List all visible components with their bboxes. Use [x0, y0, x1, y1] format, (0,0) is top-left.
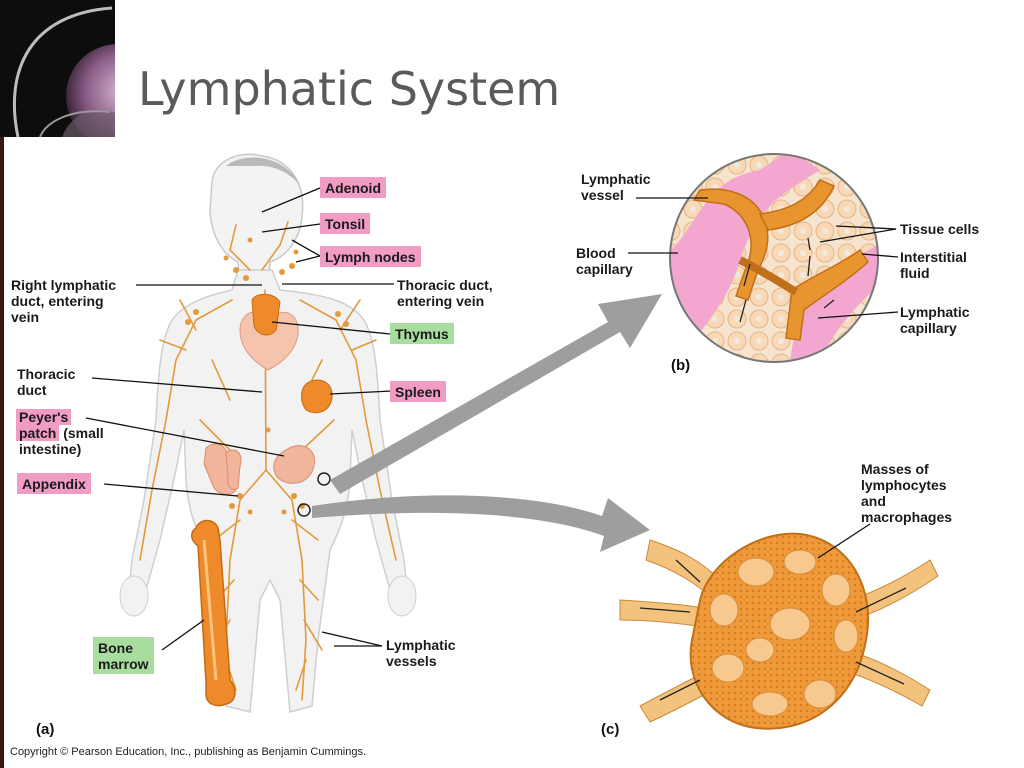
- left-edge-bar: [0, 137, 4, 768]
- copyright-notice: Copyright © Pearson Education, Inc., pub…: [10, 746, 367, 758]
- label-tissue-cells: Tissue cells: [900, 221, 980, 237]
- label-lymphatic-capillary: Lymphatic capillary: [900, 304, 970, 336]
- panel-label-a: (a): [36, 721, 55, 738]
- arrow-to-panel-c: [312, 495, 650, 552]
- leader-lines-c: [817, 523, 871, 559]
- label-tonsil: Tonsil: [320, 213, 371, 234]
- label-interstitial-fluid: Interstitial fluid: [900, 249, 967, 281]
- lymph-node-detail: [619, 532, 939, 730]
- panel-label-c: (c): [601, 721, 620, 738]
- label-peyers-patch: Peyer's patch (small intestine): [16, 409, 104, 457]
- highlight-circle-b: [317, 472, 331, 486]
- label-thoracic-duct-entering-vein: Thoracic duct, entering vein: [397, 277, 493, 309]
- label-adenoid: Adenoid: [320, 177, 386, 198]
- highlight-circle-c: [297, 503, 311, 517]
- label-blood-capillary: Blood capillary: [576, 245, 633, 277]
- label-bone-marrow: Bone marrow: [93, 637, 154, 674]
- lymph-nodes-dots: [185, 237, 349, 515]
- label-spleen: Spleen: [390, 381, 446, 402]
- panel-label-b: (b): [671, 357, 691, 374]
- label-thymus: Thymus: [390, 323, 454, 344]
- label-right-lymphatic-duct: Right lymphatic duct, entering vein: [11, 277, 117, 325]
- label-appendix: Appendix: [17, 473, 91, 494]
- slide-title: Lymphatic System: [138, 62, 561, 116]
- arrow-to-panel-b: [330, 294, 662, 494]
- body-figure: [119, 153, 417, 713]
- label-lymphatic-vessels: Lymphatic vessels: [386, 637, 456, 669]
- leader-lines-a: [85, 187, 394, 651]
- label-lymph-nodes: Lymph nodes: [320, 246, 421, 267]
- corner-decoration: [0, 0, 115, 137]
- organs: [191, 293, 333, 707]
- label-thoracic-duct: Thoracic duct: [17, 366, 76, 398]
- capillary-detail: [670, 154, 878, 362]
- capillary-detail-border: [669, 153, 879, 363]
- label-masses-of-lymphocytes: Masses of lymphocytes and macrophages: [861, 461, 953, 525]
- label-lymphatic-vessel: Lymphatic vessel: [581, 171, 651, 203]
- leader-lines-b: [628, 197, 899, 319]
